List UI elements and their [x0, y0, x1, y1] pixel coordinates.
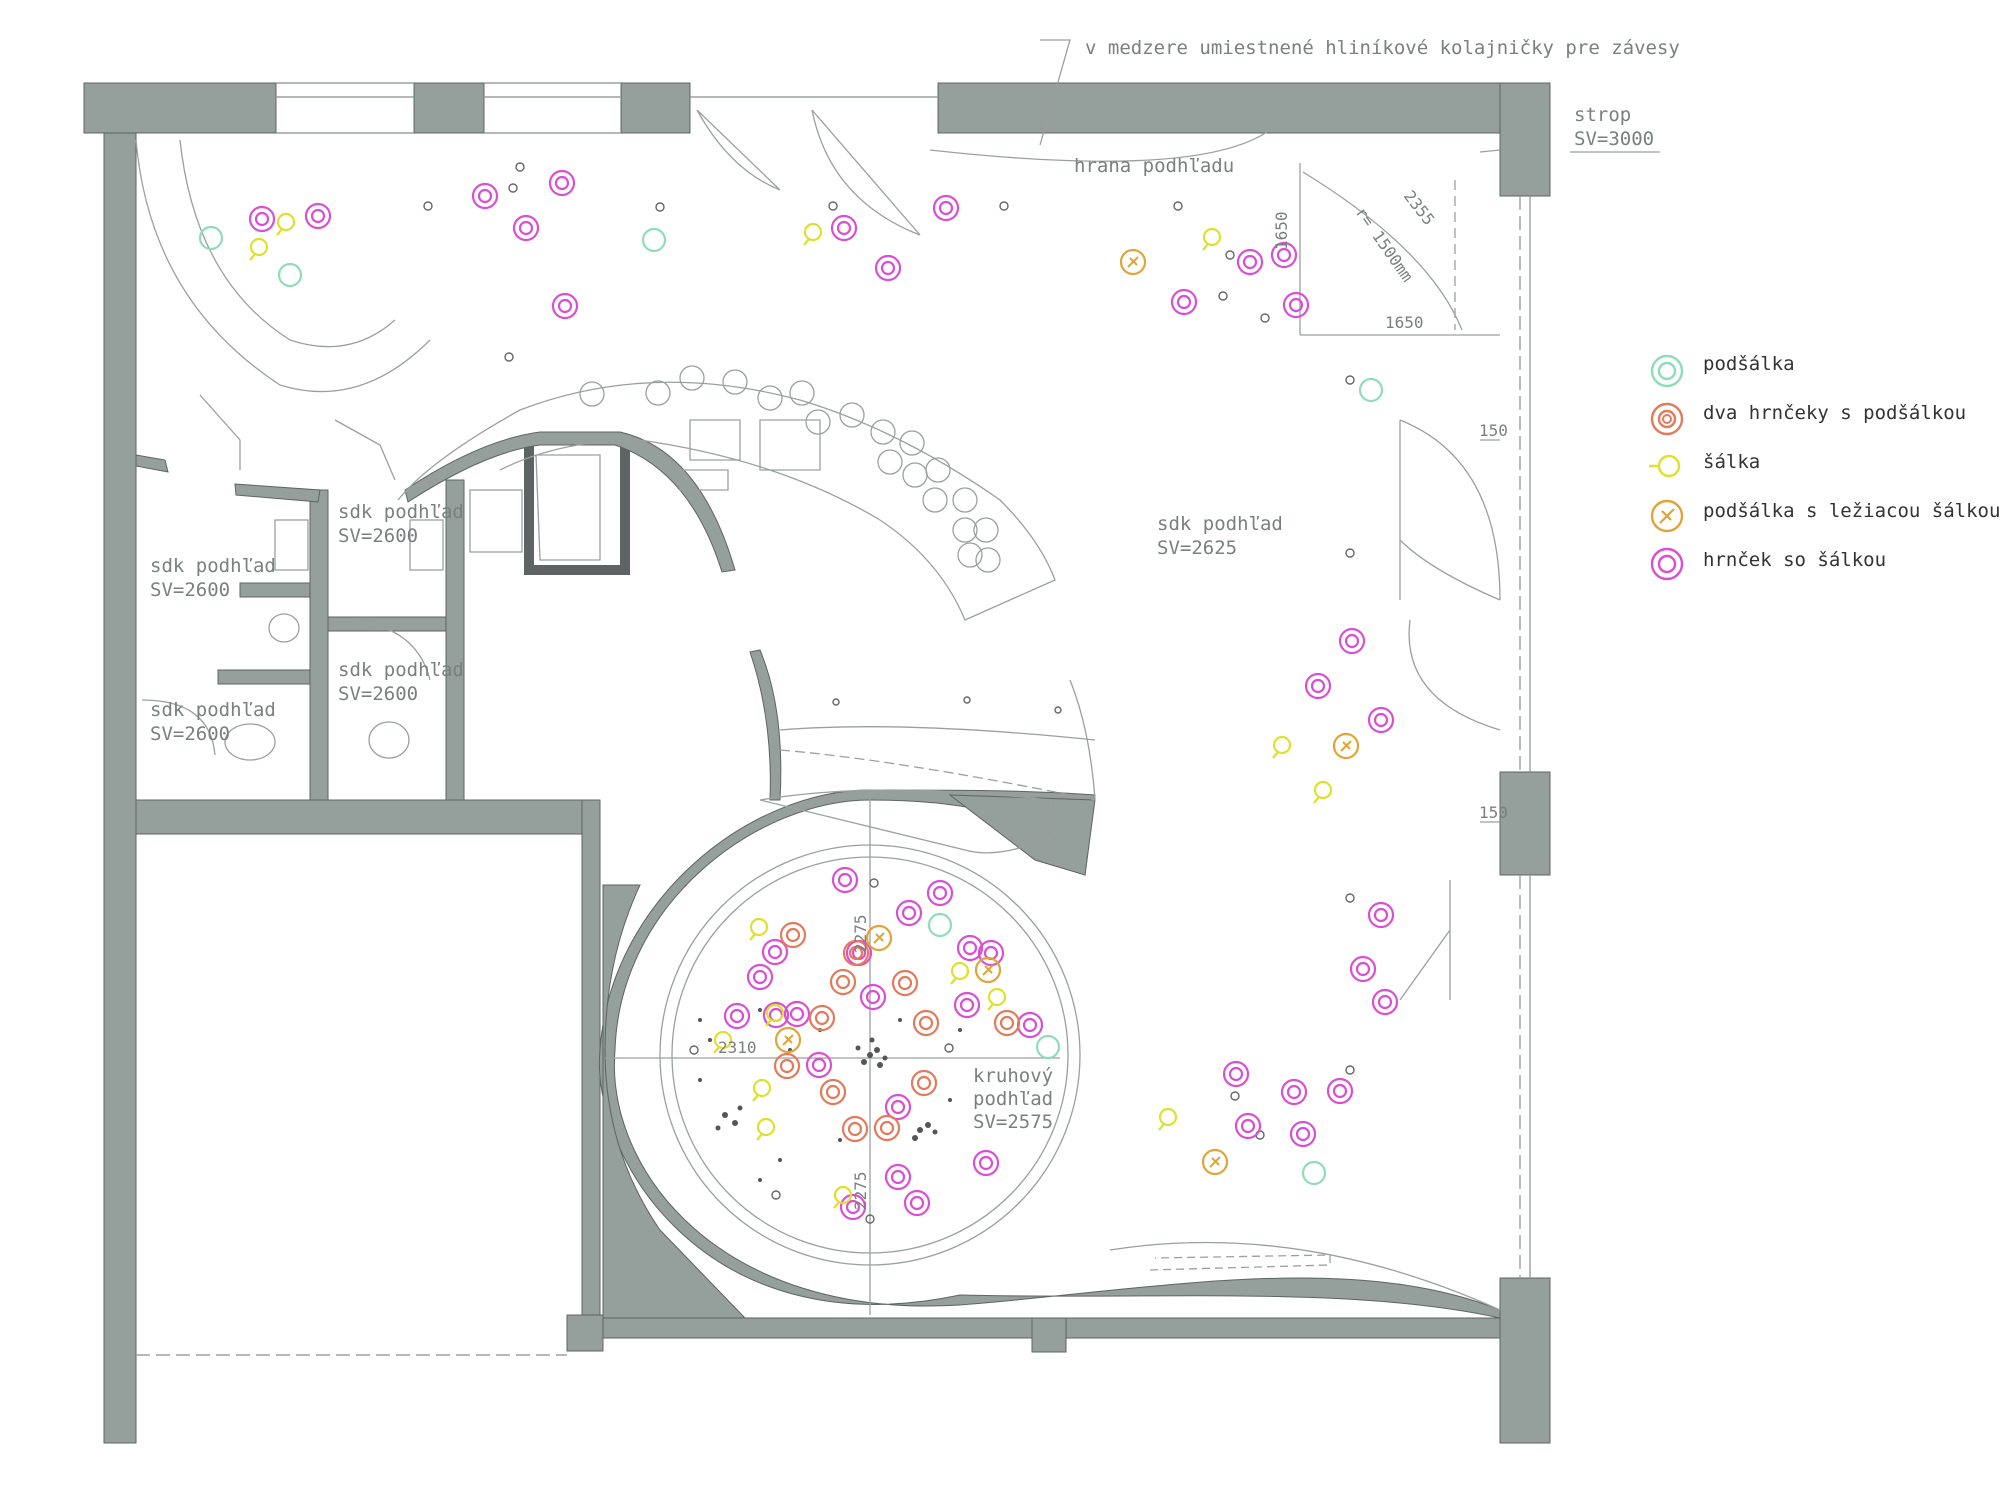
wall-wc-h1: [239, 582, 311, 598]
room-round-line2: podhľad: [973, 1088, 1053, 1110]
arc-length-label: 2355: [1400, 187, 1439, 229]
wall-curved-b: [234, 483, 321, 503]
legend-item-two-cups: dva hrnčeky s podšálkou: [1650, 402, 1966, 436]
wall-bottom-step: [566, 1314, 604, 1352]
saucer-icon: [1650, 354, 1684, 388]
room-main-value: SV=2625: [1157, 537, 1237, 559]
legend-label: šálka: [1703, 451, 1760, 473]
wall-top-mid2: [620, 82, 691, 134]
legend-item-cup: šálka: [1649, 451, 1760, 478]
furniture-lines: [135, 39, 1660, 1315]
strop-title: strop: [1574, 104, 1631, 126]
cup-icon: [1657, 454, 1681, 478]
dim-150-bottom: 150: [1479, 803, 1508, 822]
wall-wc-h3: [327, 616, 447, 632]
legend-label: podšálka: [1703, 353, 1795, 375]
wall-v-middle: [581, 799, 601, 1321]
wall-tail: [948, 794, 1096, 876]
dim-2310: 2310: [718, 1038, 757, 1057]
wall-curved-d: [749, 649, 782, 801]
room-left-bottom-value: SV=2600: [150, 723, 230, 745]
room-left-top-value: SV=2600: [150, 579, 230, 601]
bar-stools: [579, 365, 1001, 573]
wall-right-bottom: [1499, 1277, 1551, 1444]
wall-top-right: [937, 82, 1551, 134]
wall-left: [103, 132, 137, 1444]
legend-item-saucer-lying-cup: podšálka s ležiacou šálkou: [1650, 499, 2000, 533]
wall-right-mid: [1499, 771, 1551, 876]
wall-lower-fill: [602, 884, 747, 1319]
wall-right-top: [1499, 82, 1551, 197]
dim-2275-top: 2275: [851, 914, 870, 953]
room-left-bottom-title: sdk podhľad: [150, 699, 276, 721]
windows: [136, 82, 1531, 1356]
ceiling-spots: [423, 162, 1355, 1224]
room-round-line1: kruhový: [973, 1065, 1053, 1087]
saucer-lying-cup-icon: [1650, 499, 1684, 533]
room-mid-top-value: SV=2600: [338, 525, 418, 547]
legend-label: hrnček so šálkou: [1703, 549, 1886, 571]
wall-h-middle: [135, 799, 601, 835]
wall-curved-a: [135, 454, 169, 473]
wall-bottom-post: [1031, 1317, 1067, 1353]
top-note: v medzere umiestnené hliníkové kolajničk…: [1085, 37, 1680, 59]
dim-vertical-1650: 1650: [1272, 211, 1291, 250]
wall-top-left: [83, 82, 277, 134]
legend-label: dva hrnčeky s podšálkou: [1703, 402, 1966, 424]
wall-ring: [598, 789, 1501, 1319]
legend-label: podšálka s ležiacou šálkou: [1703, 500, 2000, 522]
mug-with-cup-icon: [1650, 547, 1684, 581]
room-left-top-title: sdk podhľad: [150, 555, 276, 577]
ceiling-edge-label: hrana podhľadu: [1074, 155, 1234, 177]
labels: v medzere umiestnené hliníkové kolajničk…: [150, 37, 1680, 1210]
room-mid-top-title: sdk podhľad: [338, 501, 464, 523]
strop-value: SV=3000: [1574, 128, 1654, 150]
dim-horizontal-1650: 1650: [1385, 313, 1424, 332]
room-round-value: SV=2575: [973, 1111, 1053, 1133]
legend-item-mug-with-cup: hrnček so šálkou: [1650, 547, 1886, 581]
dim-150-top: 150: [1479, 421, 1508, 440]
two-cups-icon: [1650, 402, 1684, 436]
wall-wc-h2: [217, 669, 311, 685]
legend-item-saucer: podšálka: [1650, 353, 1795, 388]
wall-wc-v1: [309, 489, 329, 801]
wall-curved-c: [404, 431, 736, 573]
dim-2275-bottom: 2275: [851, 1171, 870, 1210]
radius-label: r= 1500mm: [1352, 203, 1417, 285]
wall-top-mid1: [413, 82, 485, 134]
walls: [83, 82, 1551, 1444]
wall-wc-v2: [445, 479, 465, 801]
wall-shaft: [524, 435, 630, 575]
room-mid-bottom-title: sdk podhľad: [338, 659, 464, 681]
room-main-title: sdk podhľad: [1157, 513, 1283, 535]
floor-mosaic: [698, 1008, 962, 1182]
room-mid-bottom-value: SV=2600: [338, 683, 418, 705]
legend: podšálka dva hrnčeky s podšálkou šálka p…: [1649, 353, 2000, 581]
